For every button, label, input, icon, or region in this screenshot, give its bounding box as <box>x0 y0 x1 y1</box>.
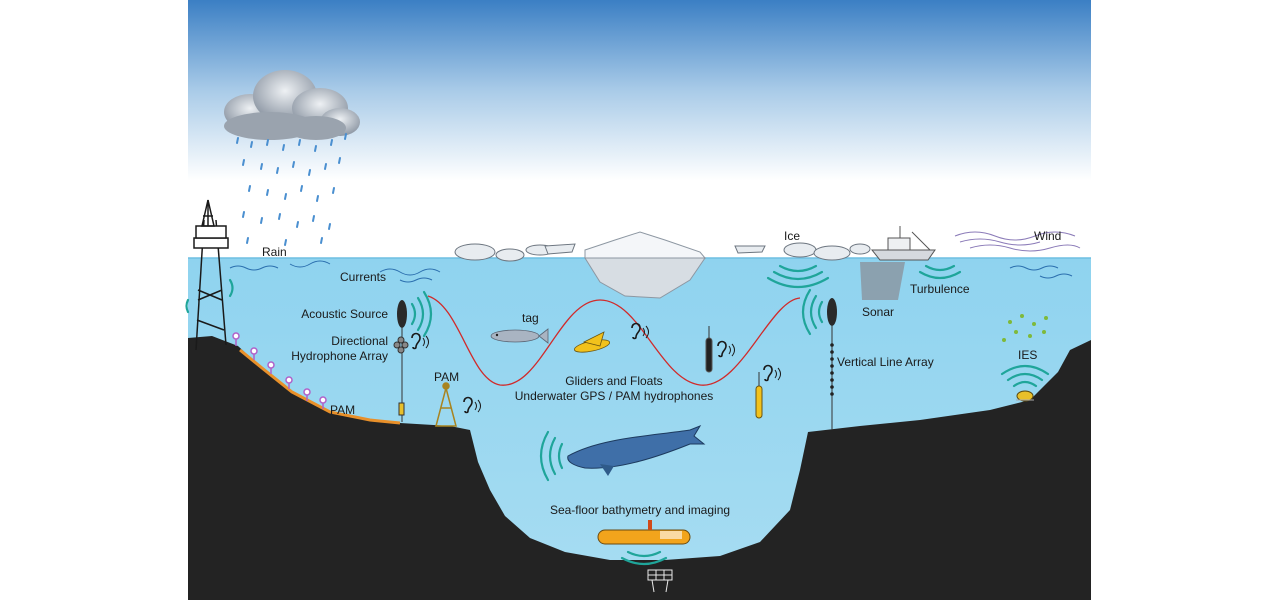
float-icon-1 <box>705 326 713 373</box>
iceberg-icon <box>584 231 707 299</box>
auv-icon <box>597 520 691 545</box>
ear-icon <box>411 322 773 414</box>
label-rain: Rain <box>262 245 287 259</box>
pam-nodes <box>232 332 327 409</box>
ear-wave-icon <box>422 325 781 413</box>
seafloor <box>188 336 1091 600</box>
rain-drops <box>236 133 347 246</box>
oil-rig-icon <box>193 199 229 351</box>
fish-icon <box>490 328 549 344</box>
label-tag: tag <box>522 311 539 325</box>
ship-icon <box>870 226 936 261</box>
label-turbulence: Turbulence <box>910 282 970 296</box>
pam-tripod-icon <box>435 382 457 427</box>
plankton-icon <box>1002 314 1048 342</box>
label-pam-shelf: PAM <box>330 403 356 417</box>
label-ies: IES <box>1018 348 1038 362</box>
label-seafloor: Sea-floor bathymetry and imaging <box>549 503 731 517</box>
directional-hydrophone-icon <box>393 336 409 416</box>
label-currents: Currents <box>340 270 387 284</box>
cloud-icon <box>224 70 360 140</box>
seafloor-structure-icon <box>647 569 673 593</box>
pam-cable <box>239 348 401 425</box>
float-icon-2 <box>755 372 763 419</box>
label-sonar: Sonar <box>862 305 895 319</box>
glider-path <box>427 295 801 386</box>
glider-icon <box>573 331 611 353</box>
label-underwater-gps: Underwater GPS / PAM hydrophones <box>514 389 714 403</box>
label-directional: Directional <box>331 334 388 348</box>
label-vertical-line-array: Vertical Line Array <box>837 355 934 369</box>
ice-floes-left <box>454 243 576 262</box>
label-hydrophone-array: Hydrophone Array <box>291 349 388 363</box>
label-ice: Ice <box>784 229 801 243</box>
wind-lines <box>954 231 1081 252</box>
vertical-line-array-icon <box>827 298 837 430</box>
whale-icon <box>567 424 706 476</box>
label-pam-tripod: PAM <box>434 370 460 384</box>
sonar-beam-icon <box>860 262 905 300</box>
ies-icon <box>1016 390 1034 402</box>
label-gliders: Gliders and Floats <box>565 374 663 388</box>
sound-wave-icon <box>185 264 1050 566</box>
label-acoustic-source: Acoustic Source <box>301 307 388 321</box>
current-lines <box>229 260 1073 283</box>
ice-floes-right <box>734 242 871 261</box>
label-wind: Wind <box>1034 229 1062 243</box>
